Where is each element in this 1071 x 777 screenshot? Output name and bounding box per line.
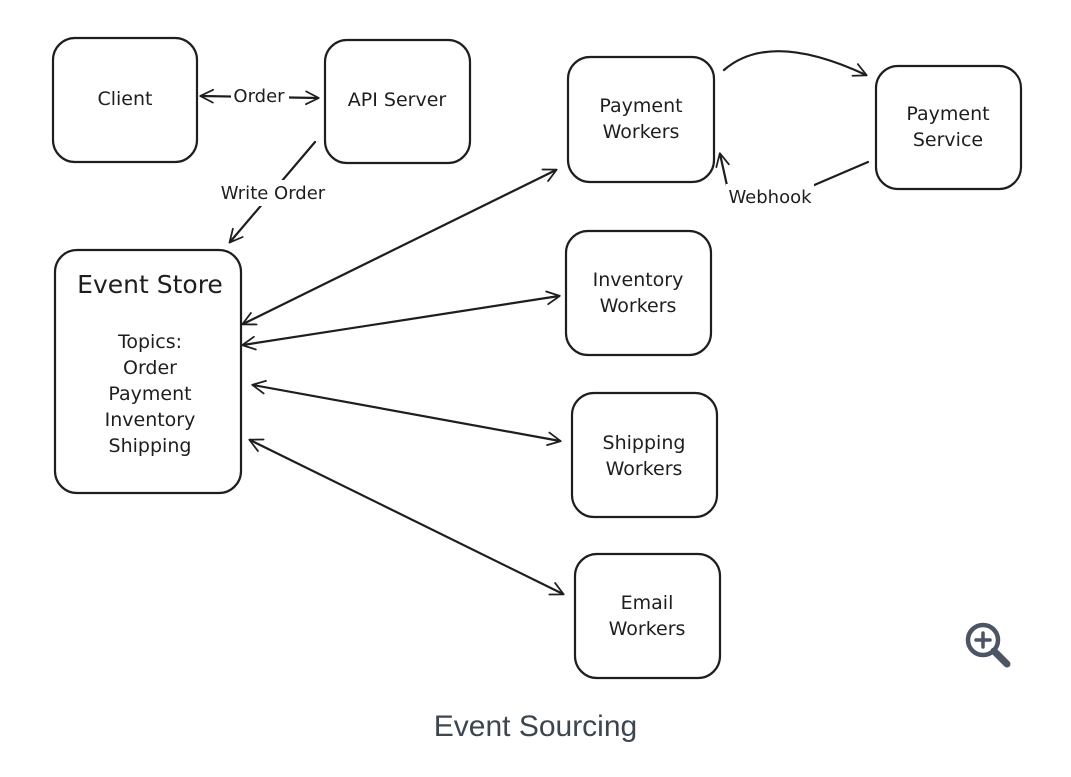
- store-shipping-workers-arrow: [251, 379, 562, 447]
- api-server-label: API Server: [348, 89, 447, 111]
- client-api-label: Order: [233, 86, 285, 107]
- event-store-topic: Shipping: [109, 435, 192, 457]
- email-workers-label: Email: [621, 592, 674, 614]
- event-store-node: Event Store Topics: Order Payment Invent…: [53, 248, 243, 495]
- zoom-in-button[interactable]: [962, 620, 1012, 670]
- api-server-node: API Server: [323, 38, 472, 165]
- event-sourcing-diagram: Order Write Order Webhook Client API Ser…: [51, 36, 1023, 680]
- store-email-workers-arrow: [248, 438, 565, 596]
- event-store-title: Event Store: [77, 270, 223, 299]
- inventory-workers-node: Inventory Workers: [564, 229, 713, 357]
- event-store-topic: Payment: [108, 383, 191, 405]
- inventory-workers-label: Inventory: [593, 269, 684, 291]
- event-store-topic: Topics:: [117, 331, 182, 353]
- shipping-workers-label: Shipping: [603, 432, 686, 454]
- email-workers-node: Email Workers: [573, 552, 722, 680]
- event-store-topic: Order: [123, 357, 177, 379]
- diagram-caption: Event Sourcing: [433, 710, 638, 743]
- shipping-workers-label: Workers: [606, 458, 683, 480]
- inventory-workers-label: Workers: [600, 295, 677, 317]
- api-store-label: Write Order: [221, 183, 326, 204]
- workers-service-arrow: [722, 50, 868, 77]
- payment-service-node: Payment Service: [874, 64, 1023, 191]
- zoom-in-icon: [965, 622, 1011, 668]
- event-store-topic: Inventory: [105, 409, 196, 431]
- payment-workers-node: Payment Workers: [566, 55, 716, 184]
- payment-workers-label: Workers: [603, 121, 680, 143]
- payment-service-label: Service: [913, 129, 983, 151]
- payment-workers-label: Payment: [599, 95, 682, 117]
- store-inventory-workers-arrow: [241, 290, 561, 351]
- email-workers-label: Workers: [609, 618, 686, 640]
- payment-service-label: Payment: [906, 103, 989, 125]
- client-label: Client: [97, 88, 152, 110]
- shipping-workers-node: Shipping Workers: [570, 391, 719, 519]
- service-workers-label: Webhook: [728, 187, 812, 208]
- client-node: Client: [51, 36, 199, 164]
